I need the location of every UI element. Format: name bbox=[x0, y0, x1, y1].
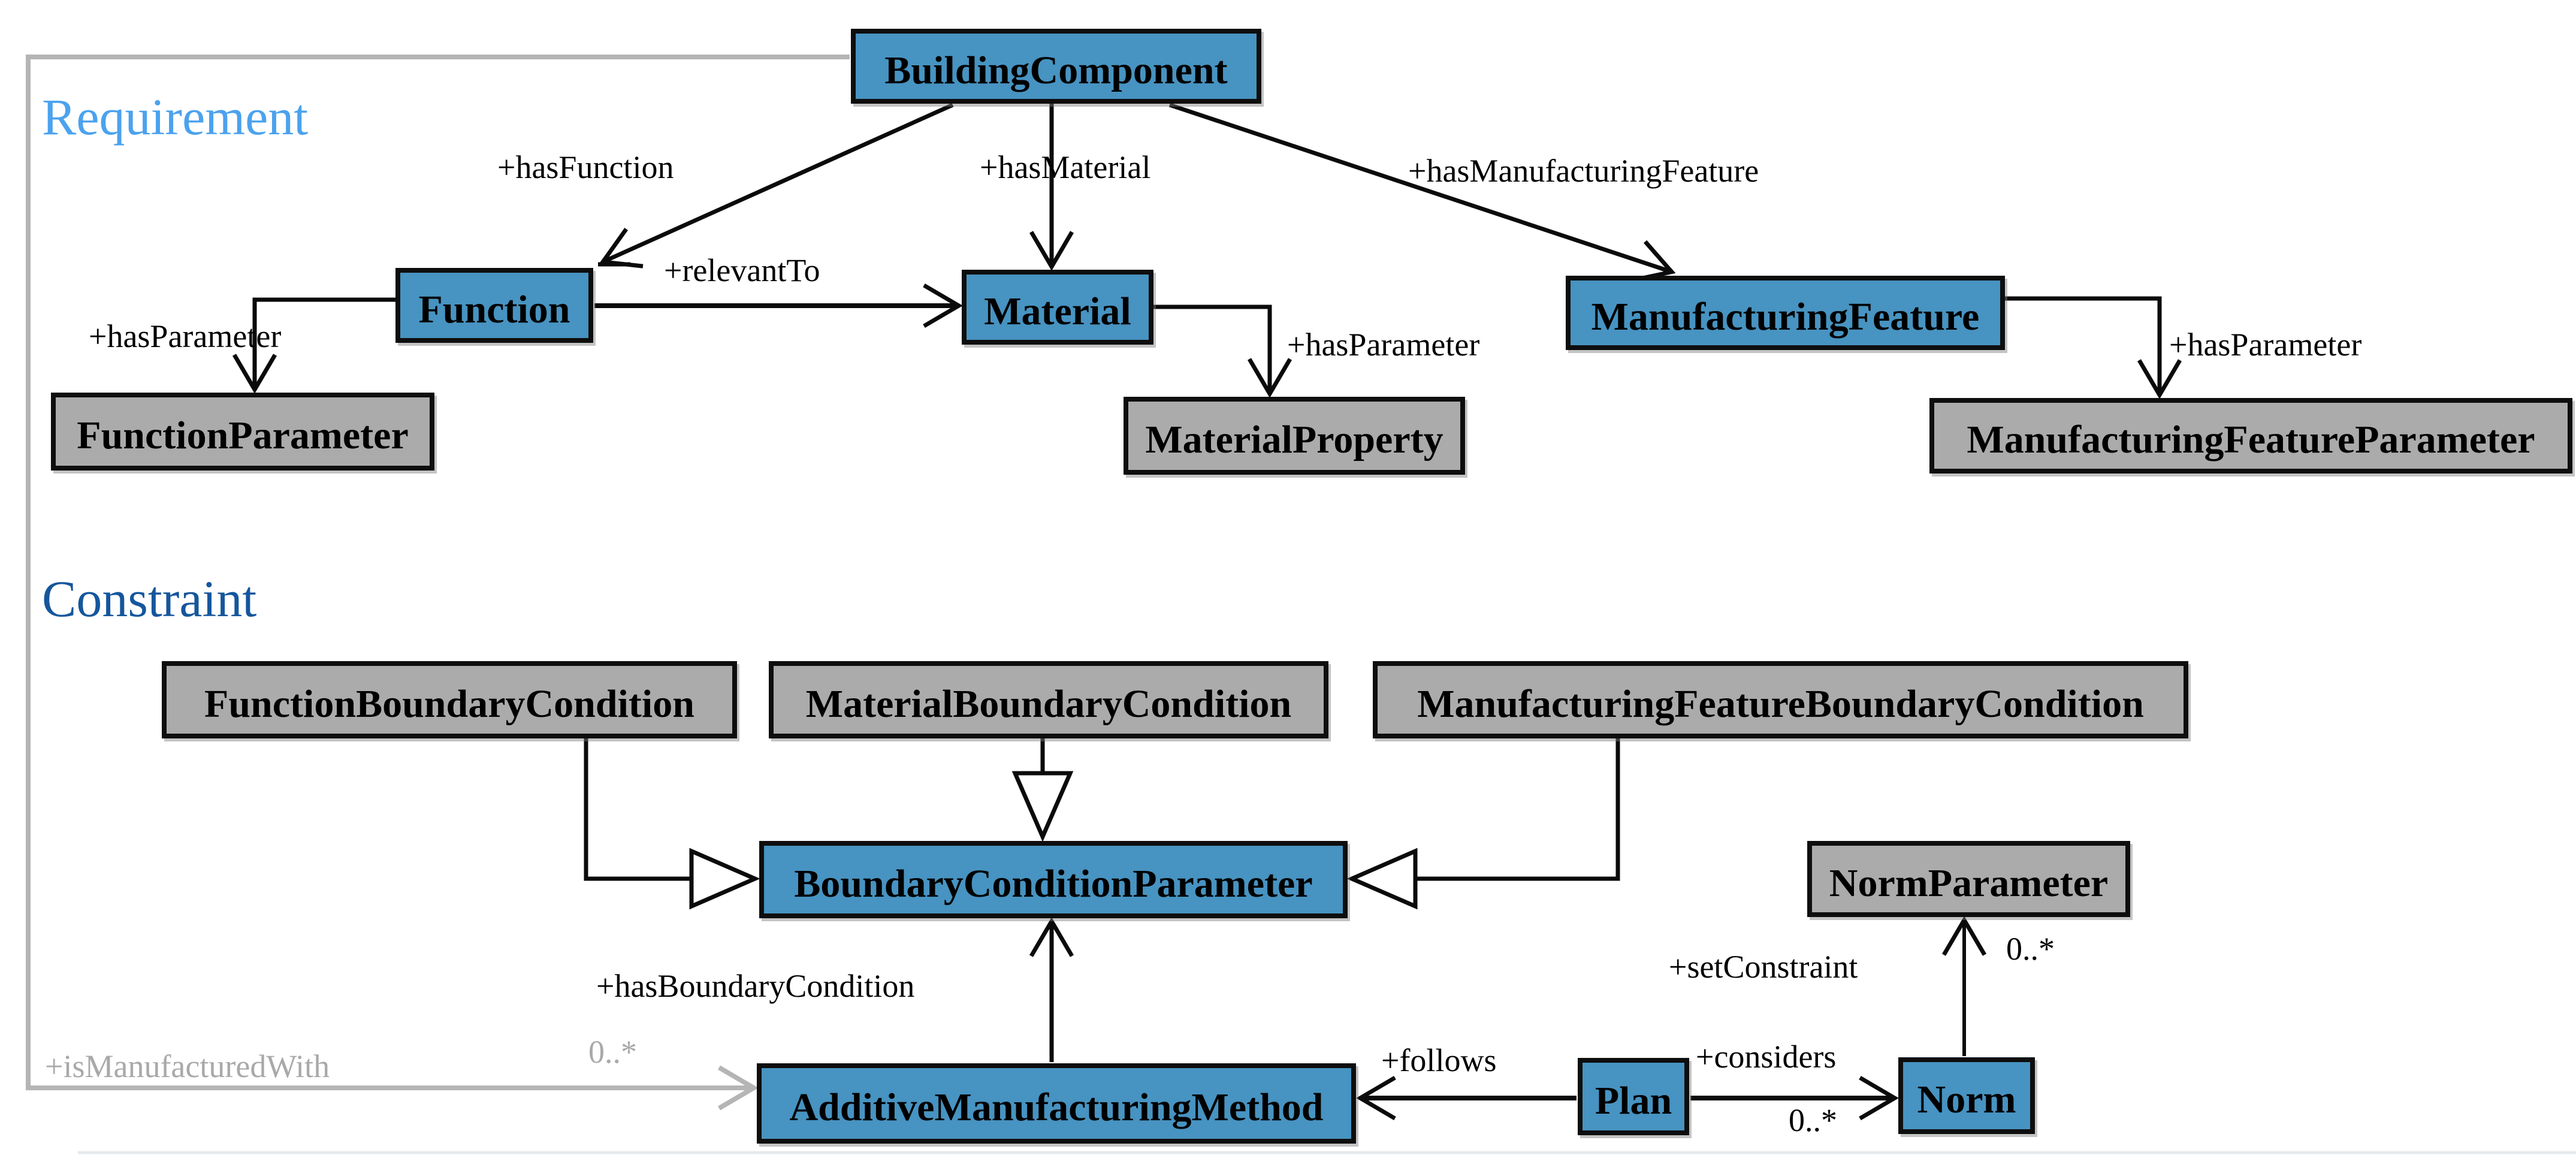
edge-label-considers: +considers bbox=[1696, 1039, 1837, 1075]
class-label: MaterialProperty bbox=[1145, 418, 1443, 462]
edge-gen-function-boundary-condition bbox=[584, 737, 760, 910]
class-label: ManufacturingFeatureBoundaryCondition bbox=[1417, 681, 2144, 726]
class-label: BoundaryConditionParameter bbox=[794, 861, 1313, 906]
section-heading-constraint: Constraint bbox=[42, 570, 257, 628]
class-box-function: Function bbox=[395, 268, 593, 343]
class-label: Function bbox=[418, 287, 570, 331]
edge-has-parameter-mf bbox=[2004, 296, 2182, 399]
edge-label-has-function: +hasFunction bbox=[497, 149, 674, 185]
class-label: FunctionParameter bbox=[77, 414, 409, 457]
edge-has-parameter-material bbox=[1152, 304, 1292, 398]
edge-label-relevant-to: +relevantTo bbox=[664, 252, 820, 288]
multiplicity-considers: 0..* bbox=[1789, 1102, 1837, 1138]
edge-gen-manufacturing-feature-boundary-condition bbox=[1346, 737, 1620, 910]
edge-has-function bbox=[599, 102, 954, 269]
class-box-manufacturing-feature: ManufacturingFeature bbox=[1566, 276, 2005, 350]
class-box-building-component: BuildingComponent bbox=[851, 29, 1261, 104]
class-box-function-boundary-condition: FunctionBoundaryCondition bbox=[162, 661, 737, 738]
class-label: AdditiveManufacturingMethod bbox=[789, 1085, 1324, 1129]
class-label: Norm bbox=[1917, 1078, 2016, 1121]
edge-has-parameter-function bbox=[232, 297, 397, 394]
class-box-additive-manufacturing-method: AdditiveManufacturingMethod bbox=[757, 1063, 1356, 1144]
class-label: MaterialBoundaryCondition bbox=[805, 681, 1292, 726]
edge-label-has-boundary-condition: +hasBoundaryCondition bbox=[596, 968, 915, 1004]
class-label: FunctionBoundaryCondition bbox=[204, 681, 694, 726]
multiplicity-is-manufactured-with: 0..* bbox=[588, 1034, 637, 1070]
class-box-manufacturing-feature-parameter: ManufacturingFeatureParameter bbox=[1929, 398, 2572, 474]
class-label: BuildingComponent bbox=[884, 48, 1228, 92]
class-label: ManufacturingFeature bbox=[1591, 295, 1980, 339]
edge-label-has-parameter: +hasParameter bbox=[2169, 327, 2362, 363]
edge-has-manufacturing-feature bbox=[1168, 102, 1676, 283]
class-label: Material bbox=[984, 289, 1131, 333]
multiplicity-set-constraint: 0..* bbox=[2006, 931, 2055, 967]
section-heading-requirement: Requirement bbox=[42, 88, 309, 146]
class-box-manufacturing-feature-boundary-condition: ManufacturingFeatureBoundaryCondition bbox=[1373, 661, 2188, 738]
edge-label-has-manufacturing-feature: +hasManufacturingFeature bbox=[1408, 153, 1759, 189]
class-label: NormParameter bbox=[1829, 861, 2109, 905]
class-box-boundary-condition-parameter: BoundaryConditionParameter bbox=[759, 841, 1348, 918]
edge-label-has-parameter: +hasParameter bbox=[1287, 327, 1480, 363]
class-label: ManufacturingFeatureParameter bbox=[1967, 418, 2535, 462]
edge-label-has-material: +hasMaterial bbox=[980, 149, 1151, 185]
edge-label-set-constraint: +setConstraint bbox=[1669, 949, 1858, 985]
edge-label-follows: +follows bbox=[1381, 1042, 1497, 1078]
class-label: Plan bbox=[1594, 1078, 1672, 1123]
class-box-material: Material bbox=[962, 270, 1153, 345]
class-box-function-parameter: FunctionParameter bbox=[51, 393, 434, 471]
class-box-norm: Norm bbox=[1898, 1057, 2035, 1134]
edge-label-is-manufactured-with: +isManufacturedWith bbox=[45, 1048, 330, 1084]
class-box-material-property: MaterialProperty bbox=[1124, 397, 1465, 475]
class-box-plan: Plan bbox=[1578, 1058, 1689, 1135]
class-box-material-boundary-condition: MaterialBoundaryCondition bbox=[769, 661, 1328, 738]
edge-label-has-parameter: +hasParameter bbox=[89, 318, 282, 354]
class-box-norm-parameter: NormParameter bbox=[1807, 841, 2130, 917]
edge-is-manufactured-with bbox=[26, 55, 850, 1111]
